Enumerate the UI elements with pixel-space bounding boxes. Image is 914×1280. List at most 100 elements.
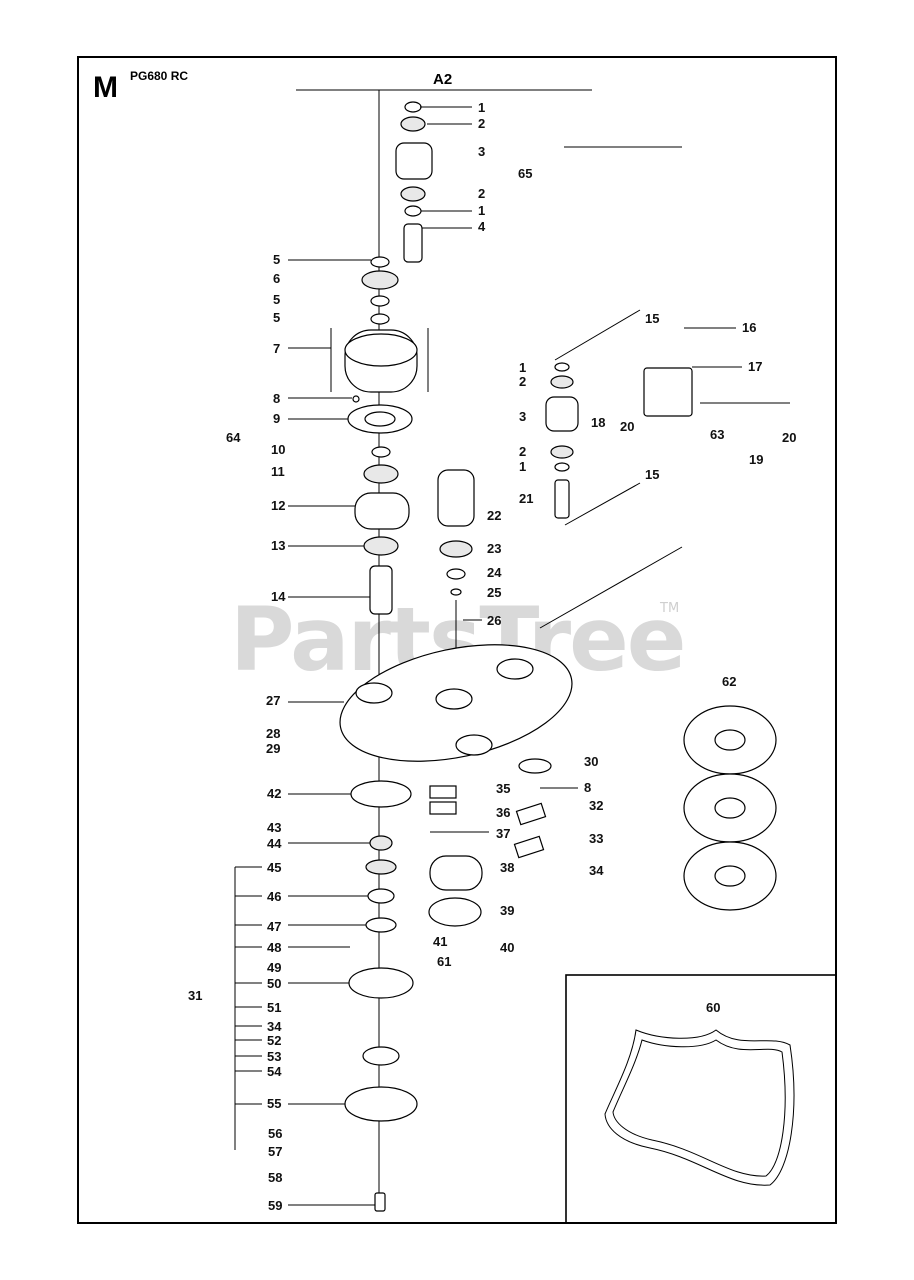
callout-46: 46 — [267, 889, 281, 904]
part-5-c — [370, 313, 390, 325]
callout-53: 53 — [267, 1049, 281, 1064]
callout-60: 60 — [706, 1000, 720, 1015]
callout-3: 3 — [478, 144, 485, 159]
leader-15-upper — [554, 309, 641, 361]
callout-34: 34 — [589, 863, 604, 878]
callout-9: 9 — [273, 411, 280, 426]
part-62-hub-2 — [714, 797, 746, 819]
part-1-lower — [404, 205, 422, 217]
callout-34b: 34 — [267, 1019, 282, 1034]
callout-65: 65 — [518, 166, 532, 181]
part-7-top — [344, 333, 418, 367]
callout-52: 52 — [267, 1033, 281, 1048]
callout-5: 5 — [273, 252, 280, 267]
callout-40: 40 — [500, 940, 514, 955]
callout-1b: 1 — [478, 203, 485, 218]
callout-22: 22 — [487, 508, 501, 523]
leader-lines — [235, 106, 742, 1206]
callout-33: 33 — [589, 831, 603, 846]
deck-hole-front — [455, 734, 493, 756]
callout-8b: 8 — [584, 780, 591, 795]
callout-17: 17 — [748, 359, 762, 374]
part-12-housing — [354, 492, 410, 530]
callout-19: 19 — [749, 452, 763, 467]
callout-36: 36 — [496, 805, 510, 820]
callout-1d: 1 — [519, 459, 526, 474]
callout-24: 24 — [487, 565, 502, 580]
part-33 — [513, 835, 545, 859]
part-14-shaft — [369, 565, 393, 615]
part-5-b — [370, 295, 390, 307]
callout-28: 28 — [266, 726, 280, 741]
part-62-hub-1 — [714, 729, 746, 751]
callout-2c: 2 — [519, 374, 526, 389]
callout-50: 50 — [267, 976, 281, 991]
part-2-lower — [400, 186, 426, 202]
callout-62: 62 — [722, 674, 736, 689]
part-2-top — [400, 116, 426, 132]
part-44 — [369, 835, 393, 851]
part-55-blade — [344, 1086, 418, 1122]
part-62-hub-3 — [714, 865, 746, 887]
inset-frame — [565, 974, 837, 1224]
part-5-a — [370, 256, 390, 268]
callout-41: 41 — [433, 934, 447, 949]
callout-15: 15 — [645, 311, 659, 326]
callout-49: 49 — [267, 960, 281, 975]
leader-deck — [539, 546, 683, 629]
callout-43: 43 — [267, 820, 281, 835]
callout-59: 59 — [268, 1198, 282, 1213]
deck-hole-left — [355, 682, 393, 704]
leader-15-lower — [564, 482, 641, 526]
part-13 — [363, 536, 399, 556]
callout-14: 14 — [271, 589, 286, 604]
part-21 — [554, 479, 570, 519]
callout-51: 51 — [267, 1000, 281, 1015]
part-23 — [439, 540, 473, 558]
part-39-plate — [428, 897, 482, 927]
callout-8: 8 — [273, 391, 280, 406]
callout-23: 23 — [487, 541, 501, 556]
part-22-spindle — [437, 469, 475, 527]
part-1-top — [404, 101, 422, 113]
callout-7: 7 — [273, 341, 280, 356]
callout-29: 29 — [266, 741, 280, 756]
callout-13: 13 — [271, 538, 285, 553]
part-38-housing — [429, 855, 483, 891]
part-8-pin — [352, 395, 360, 403]
callout-61: 61 — [437, 954, 451, 969]
callout-27: 27 — [266, 693, 280, 708]
part-6 — [361, 270, 399, 290]
callout-11: 11 — [271, 464, 285, 479]
callout-21: 21 — [519, 491, 533, 506]
part-60-belt — [604, 1029, 795, 1186]
part-1-right-top — [554, 362, 570, 372]
callout-58: 58 — [268, 1170, 282, 1185]
callout-32: 32 — [589, 798, 603, 813]
deck-hole-right — [496, 658, 534, 680]
callout-2: 2 — [478, 116, 485, 131]
callout-45: 45 — [267, 860, 281, 875]
callout-30: 30 — [584, 754, 598, 769]
callout-2d: 2 — [519, 444, 526, 459]
part-46 — [367, 888, 395, 904]
part-9-hole — [364, 411, 396, 427]
part-36 — [429, 801, 457, 815]
callout-48: 48 — [267, 940, 281, 955]
part-50-blade — [348, 967, 414, 999]
callout-5b: 5 — [273, 292, 280, 307]
callout-26: 26 — [487, 613, 501, 628]
part-3-right — [545, 396, 579, 432]
callout-64: 64 — [226, 430, 241, 445]
part-2-right-top — [550, 375, 574, 389]
part-59-bolt — [374, 1192, 386, 1212]
callout-12: 12 — [271, 498, 285, 513]
part-60-belt-inner — [612, 1039, 786, 1177]
callout-44: 44 — [267, 836, 282, 851]
section-letter: M — [93, 71, 118, 104]
callout-4: 4 — [478, 219, 486, 234]
callout-6: 6 — [273, 271, 280, 286]
callout-5c: 5 — [273, 310, 280, 325]
part-11 — [363, 464, 399, 484]
